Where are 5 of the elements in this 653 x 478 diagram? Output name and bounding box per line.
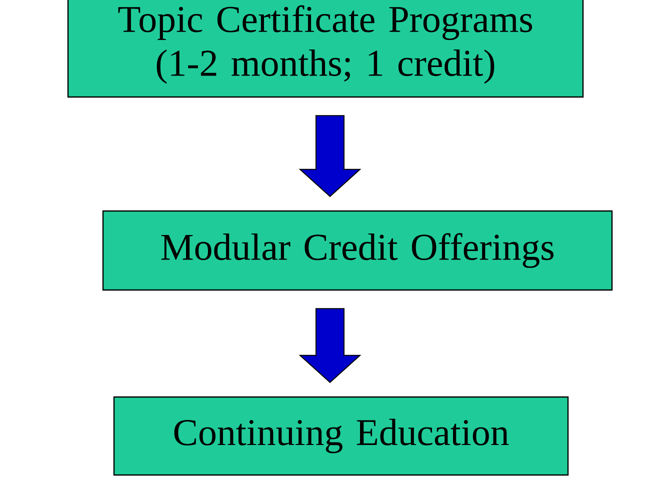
- process-box: Topic Certificate Programs (1-2 months; 1 credit): [67, 0, 584, 98]
- process-box: Modular Credit Offerings: [102, 210, 613, 291]
- block-arrow: [298, 115, 362, 198]
- process-box: Continuing Education: [113, 396, 569, 476]
- block-arrow: [298, 308, 362, 384]
